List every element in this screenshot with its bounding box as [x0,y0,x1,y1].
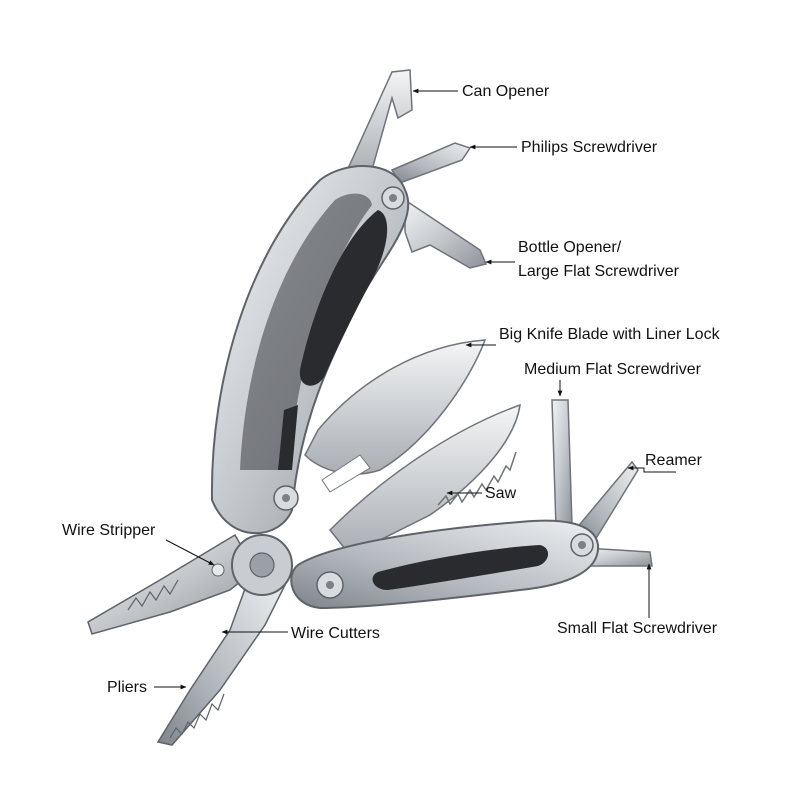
label-wire-cutters: Wire Cutters [291,625,380,642]
label-big-knife-blade: Big Knife Blade with Liner Lock [499,326,720,343]
label-bottle-opener: Bottle Opener/ Large Flat Screwdriver [518,239,679,280]
label-reamer: Reamer [645,452,702,469]
upper-grip-insert [299,210,388,386]
leader-lines [154,88,676,690]
label-pliers: Pliers [107,679,148,696]
label-can-opener: Can Opener [462,83,550,100]
label-philips-screwdriver: Philips Screwdriver [521,139,658,156]
pliers-jaw-upper [87,533,256,635]
bottle-opener-tool [404,198,488,269]
medium-flat-screwdriver-tool [551,399,573,529]
lower-grip-insert [372,545,549,590]
label-saw: Saw [485,485,517,502]
pliers-jaw-lower [156,574,287,746]
pliers-head [87,533,293,746]
leader-reamer [627,465,676,473]
upper-handle [210,165,410,535]
lower-handle [290,519,600,610]
can-opener-tool [343,69,413,176]
label-wire-stripper: Wire Stripper [62,522,156,539]
label-medium-flat-screwdriver: Medium Flat Screwdriver [524,361,701,378]
tools [304,69,653,567]
label-small-flat-screwdriver: Small Flat Screwdriver [557,620,718,637]
philips-screwdriver-tool [390,142,472,184]
saw-tool [328,403,521,556]
leader-wire-stripper [165,539,215,566]
